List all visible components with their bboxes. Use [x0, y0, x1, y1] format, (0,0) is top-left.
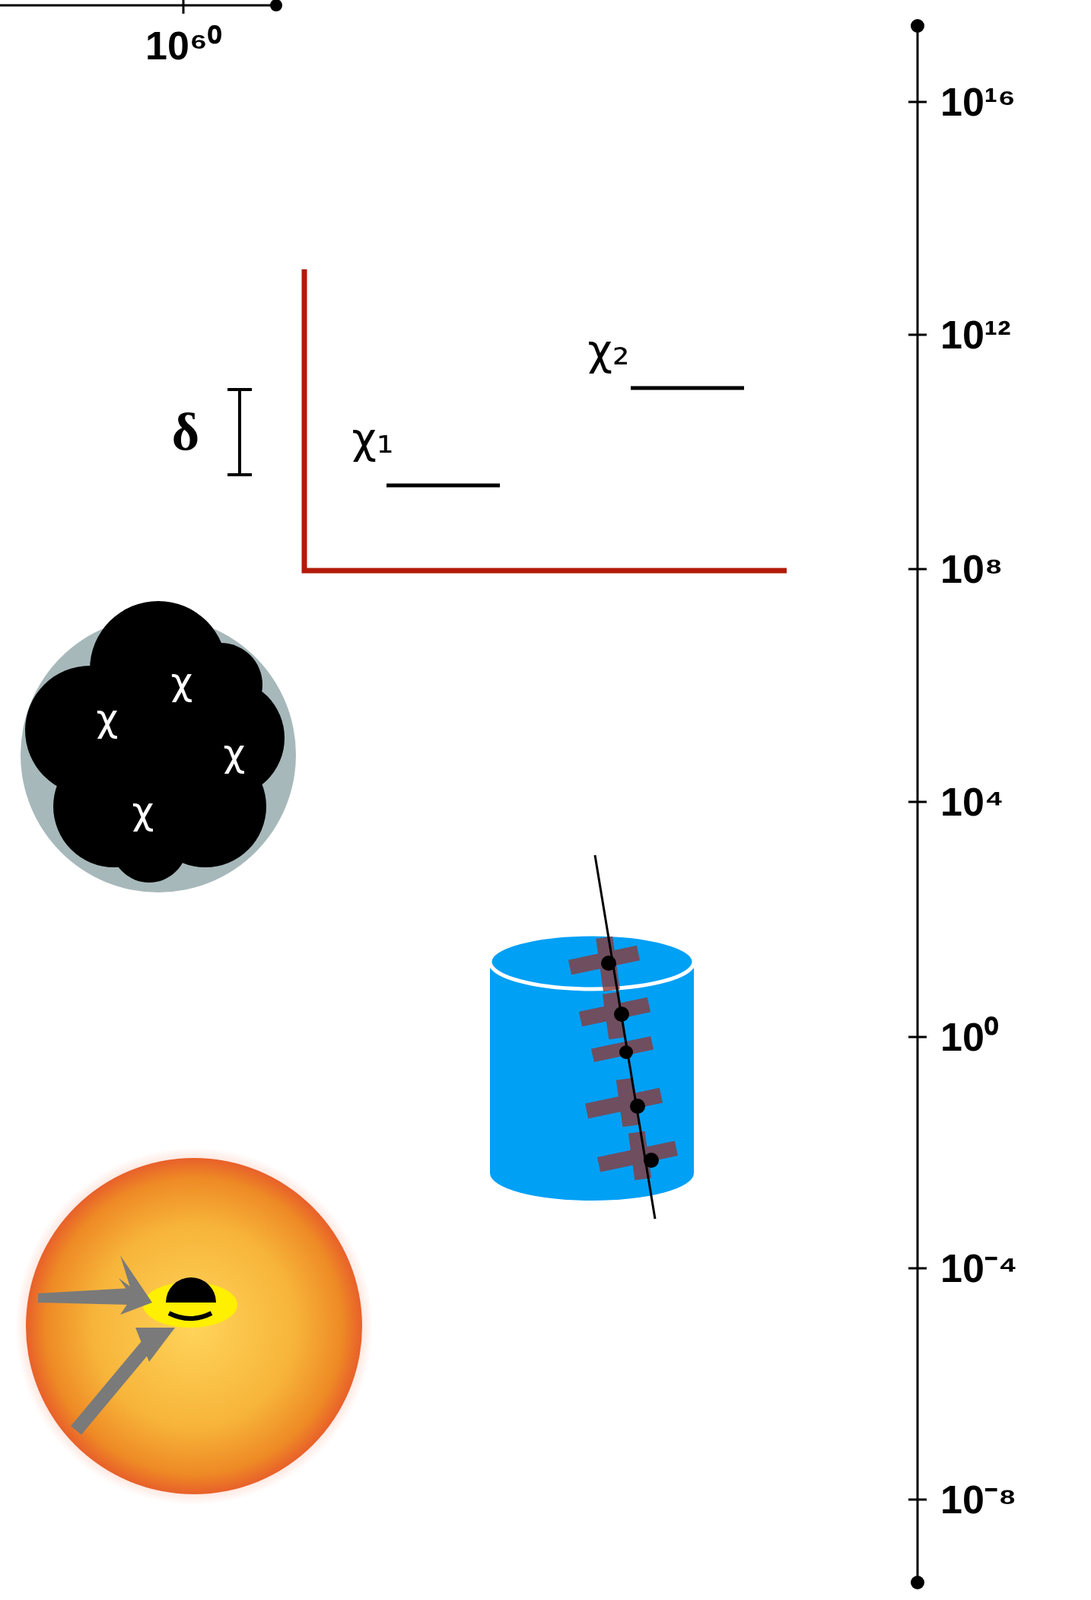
- axis-label: 10⁻⁸: [940, 1479, 1017, 1520]
- particle-label: χ: [223, 734, 246, 773]
- axis-label: 10⁶⁰: [145, 25, 222, 66]
- level-diagram: [227, 269, 787, 571]
- axis-label: 10⁻⁴: [940, 1248, 1018, 1289]
- top-axis: [0, 0, 283, 14]
- detector-tank: [489, 855, 694, 1219]
- splitting-label: δ: [171, 405, 200, 459]
- particle-label: χ: [96, 699, 119, 738]
- axis-label: 10⁴: [940, 782, 1005, 822]
- particle-label: χ: [171, 662, 194, 701]
- state-label: χ₁: [352, 416, 395, 460]
- axis-label: 10¹²: [940, 314, 1011, 355]
- axis-label: 10¹⁶: [940, 82, 1016, 122]
- particle-label: χ: [132, 792, 155, 831]
- dark-matter-nugget: [20, 601, 296, 893]
- sun: [15, 1147, 373, 1505]
- state-label: χ₂: [588, 328, 630, 372]
- axis-label: 10⁰: [940, 1017, 999, 1057]
- energy-axis: [908, 19, 927, 1590]
- axis-label: 10⁸: [940, 549, 1003, 589]
